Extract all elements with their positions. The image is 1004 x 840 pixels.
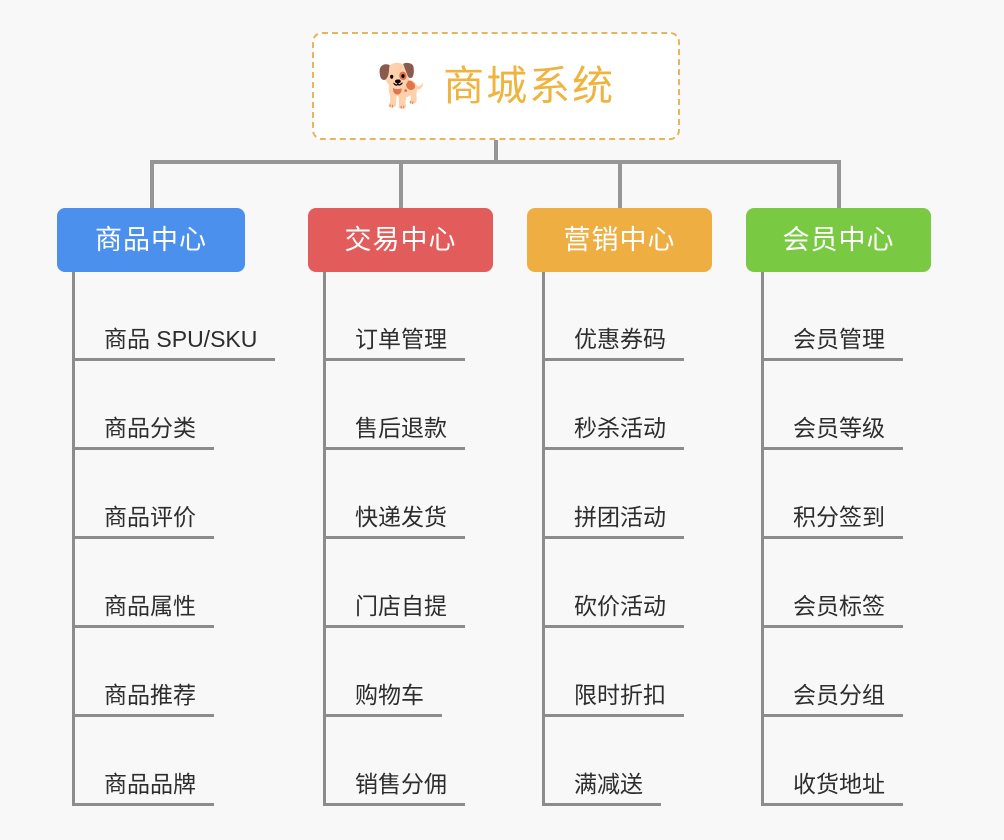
- list-item-label: 会员标签: [793, 592, 885, 619]
- list-item-underline: 商品属性: [74, 593, 214, 628]
- list-item-label: 秒杀活动: [574, 414, 666, 441]
- list-item[interactable]: 商品评价: [74, 450, 245, 539]
- list-item-underline: 门店自提: [325, 593, 465, 628]
- shiba-dog-face-icon: 🐕: [376, 62, 430, 109]
- list-item[interactable]: 商品分类: [74, 361, 245, 450]
- root-title: 商城系统: [443, 62, 616, 109]
- branch-column-2: 交易中心 订单管理 售后退款 快递发货 门店自提: [308, 208, 493, 806]
- list-item-label: 商品推荐: [104, 681, 196, 708]
- list-item[interactable]: 商品品牌: [74, 717, 245, 806]
- root-node[interactable]: 🐕 商城系统: [312, 32, 680, 140]
- connector-horizontal-bar: [150, 160, 840, 164]
- list-item-label: 限时折扣: [574, 681, 666, 708]
- branch-header-label: 会员中心: [782, 224, 895, 255]
- connector-drop-4: [837, 160, 841, 208]
- list-item-underline: 商品评价: [74, 504, 214, 539]
- list-item[interactable]: 砍价活动: [544, 539, 712, 628]
- list-item[interactable]: 售后退款: [325, 361, 493, 450]
- list-item-underline: 积分签到: [763, 504, 903, 539]
- list-item-underline: 会员等级: [763, 415, 903, 450]
- list-item-label: 商品 SPU/SKU: [104, 325, 258, 352]
- list-item-label: 购物车: [355, 681, 424, 708]
- branch-header-label: 商品中心: [95, 224, 207, 255]
- connector-drop-3: [618, 160, 622, 208]
- list-item-underline: 会员标签: [763, 593, 903, 628]
- list-item-underline: 订单管理: [325, 326, 465, 361]
- list-item-label: 优惠券码: [574, 325, 666, 352]
- list-item[interactable]: 拼团活动: [544, 450, 712, 539]
- list-item[interactable]: 会员管理: [763, 272, 931, 361]
- list-item-label: 商品属性: [104, 592, 196, 619]
- list-item-underline: 满减送: [544, 771, 661, 806]
- list-item-label: 商品评价: [104, 503, 196, 530]
- connector-root-stem: [494, 140, 498, 162]
- list-item-label: 拼团活动: [574, 503, 666, 530]
- list-item-underline: 会员分组: [763, 682, 903, 717]
- list-item-label: 砍价活动: [574, 592, 666, 619]
- list-item[interactable]: 满减送: [544, 717, 712, 806]
- list-item[interactable]: 积分签到: [763, 450, 931, 539]
- list-item[interactable]: 快递发货: [325, 450, 493, 539]
- list-item-label: 收货地址: [793, 770, 885, 797]
- list-item-underline: 秒杀活动: [544, 415, 684, 450]
- list-item-underline: 优惠券码: [544, 326, 684, 361]
- branch-items-3: 优惠券码 秒杀活动 拼团活动 砍价活动 限时折扣: [542, 272, 712, 806]
- branch-header-label: 交易中心: [344, 224, 457, 255]
- list-item[interactable]: 优惠券码: [544, 272, 712, 361]
- list-item-label: 售后退款: [355, 414, 447, 441]
- list-item-underline: 快递发货: [325, 504, 465, 539]
- list-item-label: 商品品牌: [104, 770, 196, 797]
- list-item[interactable]: 收货地址: [763, 717, 931, 806]
- branch-header-4[interactable]: 会员中心: [746, 208, 931, 272]
- list-item-label: 满减送: [574, 770, 643, 797]
- list-item-underline: 售后退款: [325, 415, 465, 450]
- connector-drop-1: [150, 160, 154, 208]
- list-item[interactable]: 门店自提: [325, 539, 493, 628]
- branch-column-1: 商品中心 商品 SPU/SKU 商品分类 商品评价 商品属性: [57, 208, 276, 806]
- branch-items-4: 会员管理 会员等级 积分签到 会员标签 会员分组: [761, 272, 931, 806]
- branch-header-1[interactable]: 商品中心: [57, 208, 245, 272]
- list-item-underline: 商品分类: [74, 415, 214, 450]
- list-item-underline: 收货地址: [763, 771, 903, 806]
- list-item[interactable]: 商品属性: [74, 539, 245, 628]
- list-item[interactable]: 会员分组: [763, 628, 931, 717]
- connector-drop-2: [399, 160, 403, 208]
- list-item[interactable]: 秒杀活动: [544, 361, 712, 450]
- list-item[interactable]: 订单管理: [325, 272, 493, 361]
- list-item[interactable]: 会员标签: [763, 539, 931, 628]
- list-item[interactable]: 会员等级: [763, 361, 931, 450]
- branch-column-4: 会员中心 会员管理 会员等级 积分签到 会员标签: [746, 208, 931, 806]
- list-item-underline: 购物车: [325, 682, 442, 717]
- list-item-label: 商品分类: [104, 414, 196, 441]
- branch-items-2: 订单管理 售后退款 快递发货 门店自提 购物车: [323, 272, 493, 806]
- branch-items-1: 商品 SPU/SKU 商品分类 商品评价 商品属性 商品推荐: [72, 272, 276, 806]
- list-item-label: 会员分组: [793, 681, 885, 708]
- list-item-underline: 销售分佣: [325, 771, 465, 806]
- list-item-underline: 拼团活动: [544, 504, 684, 539]
- branch-column-3: 营销中心 优惠券码 秒杀活动 拼团活动 砍价活动: [527, 208, 712, 806]
- list-item[interactable]: 限时折扣: [544, 628, 712, 717]
- list-item-label: 快递发货: [355, 503, 447, 530]
- list-item[interactable]: 商品 SPU/SKU: [74, 272, 276, 361]
- branch-header-3[interactable]: 营销中心: [527, 208, 712, 272]
- list-item[interactable]: 销售分佣: [325, 717, 493, 806]
- list-item-label: 销售分佣: [355, 770, 447, 797]
- list-item-underline: 限时折扣: [544, 682, 684, 717]
- list-item[interactable]: 购物车: [325, 628, 493, 717]
- list-item-label: 门店自提: [355, 592, 447, 619]
- list-item-underline: 商品 SPU/SKU: [74, 325, 276, 361]
- list-item[interactable]: 商品推荐: [74, 628, 245, 717]
- list-item-label: 积分签到: [793, 503, 885, 530]
- list-item-label: 会员管理: [793, 325, 885, 352]
- list-item-underline: 砍价活动: [544, 593, 684, 628]
- list-item-label: 订单管理: [355, 325, 447, 352]
- branch-header-label: 营销中心: [563, 224, 676, 255]
- list-item-underline: 商品推荐: [74, 682, 214, 717]
- list-item-label: 会员等级: [793, 414, 885, 441]
- list-item-underline: 会员管理: [763, 326, 903, 361]
- branch-header-2[interactable]: 交易中心: [308, 208, 493, 272]
- list-item-underline: 商品品牌: [74, 771, 214, 806]
